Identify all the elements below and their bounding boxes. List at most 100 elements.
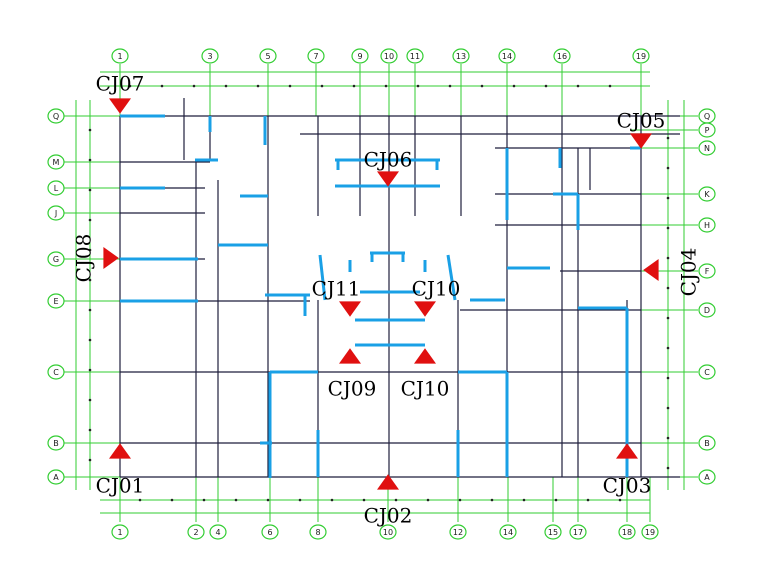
marker-cj11: CJ11 <box>312 277 361 317</box>
axis-bubble <box>47 251 65 267</box>
marker-triangle-icon <box>103 247 119 269</box>
dim-tick <box>554 498 558 502</box>
axis-label: G <box>53 255 59 264</box>
axis-bubble <box>47 364 65 380</box>
marker-triangle-icon <box>109 443 131 459</box>
marker-triangle-icon <box>339 301 361 317</box>
axis-label: 1 <box>117 52 122 61</box>
axis-label: P <box>705 126 710 135</box>
axis-bubble <box>47 469 65 485</box>
axis-bubble <box>698 302 716 318</box>
dim-tick <box>576 84 580 88</box>
dim-tick <box>288 84 292 88</box>
dim-tick <box>88 368 92 372</box>
marker-label: CJ07 <box>96 72 145 96</box>
axis-label: 10 <box>384 52 394 61</box>
beams <box>120 114 641 478</box>
dim-tick <box>666 166 670 170</box>
dim-tick <box>88 188 92 192</box>
axis-label: F <box>705 267 710 276</box>
dim-tick <box>88 458 92 462</box>
axis-label: 18 <box>622 528 632 537</box>
axis-bubble <box>698 186 716 202</box>
axis-label: E <box>53 297 58 306</box>
axis-label: 11 <box>410 52 420 61</box>
dim-tick <box>522 498 526 502</box>
dim-tick <box>448 84 452 88</box>
axis-bubble <box>201 48 219 64</box>
marker-label: CJ02 <box>364 504 413 528</box>
axis-bubble <box>406 48 424 64</box>
axis-label: 17 <box>573 528 583 537</box>
beam-segment <box>318 254 327 301</box>
dim-tick <box>666 466 670 470</box>
dim-tick <box>490 498 494 502</box>
dim-tick <box>586 498 590 502</box>
axis-label: A <box>704 473 710 482</box>
axis-bubble <box>449 524 467 540</box>
dim-tick <box>666 136 670 140</box>
axis-bubble <box>641 524 659 540</box>
dim-tick <box>618 498 622 502</box>
axis-label: 14 <box>503 528 513 537</box>
axis-label: Q <box>704 112 710 121</box>
dim-tick <box>320 84 324 88</box>
axis-label: B <box>53 439 59 448</box>
dim-tick <box>426 498 430 502</box>
axis-bubble <box>309 524 327 540</box>
marker-triangle-icon <box>377 171 399 187</box>
dim-tick <box>544 84 548 88</box>
marker-triangle-icon <box>339 348 361 364</box>
dim-tick <box>362 498 366 502</box>
axis-label: C <box>704 368 710 377</box>
axis-bubble <box>698 217 716 233</box>
dim-tick <box>608 84 612 88</box>
marker-triangle-icon <box>616 443 638 459</box>
dim-tick <box>666 376 670 380</box>
axis-bubble <box>698 364 716 380</box>
marker-cj02: CJ02 <box>364 474 413 528</box>
marker-label: CJ05 <box>617 109 666 133</box>
axis-bubble <box>47 435 65 451</box>
axis-label: 16 <box>557 52 567 61</box>
axis-bubble <box>632 48 650 64</box>
marker-label: CJ11 <box>312 277 361 301</box>
dim-tick <box>88 218 92 222</box>
dim-tick <box>480 84 484 88</box>
axis-bubble <box>553 48 571 64</box>
marker-label: CJ03 <box>603 474 652 498</box>
dim-tick <box>224 84 228 88</box>
axis-bubble <box>47 180 65 196</box>
dim-tick <box>666 286 670 290</box>
marker-cj01: CJ01 <box>96 443 144 498</box>
marker-label: CJ04 <box>677 248 701 297</box>
dim-tick <box>128 84 132 88</box>
dim-tick <box>88 308 92 312</box>
axis-label: M <box>53 158 60 167</box>
marker-cj09: CJ09 <box>328 348 376 401</box>
axis-bubble <box>569 524 587 540</box>
axis-bubble <box>618 524 636 540</box>
axis-bubble <box>351 48 369 64</box>
dim-tick <box>202 498 206 502</box>
dim-tick <box>234 498 238 502</box>
axis-bubble <box>452 48 470 64</box>
axis-bubble <box>379 524 397 540</box>
marker-cj03: CJ03 <box>603 443 652 498</box>
axis-label: A <box>53 473 59 482</box>
dim-tick <box>352 84 356 88</box>
dim-tick <box>458 498 462 502</box>
marker-triangle-icon <box>109 98 131 114</box>
axis-label: 3 <box>207 52 212 61</box>
beam-segment <box>446 254 457 301</box>
marker-cj05: CJ05 <box>617 109 666 149</box>
axis-label: J <box>54 209 57 218</box>
marker-label: CJ08 <box>72 234 96 283</box>
dim-tick <box>666 226 670 230</box>
dim-tick <box>88 128 92 132</box>
dim-tick <box>88 248 92 252</box>
axis-label: 13 <box>456 52 466 61</box>
axis-bubble <box>209 524 227 540</box>
